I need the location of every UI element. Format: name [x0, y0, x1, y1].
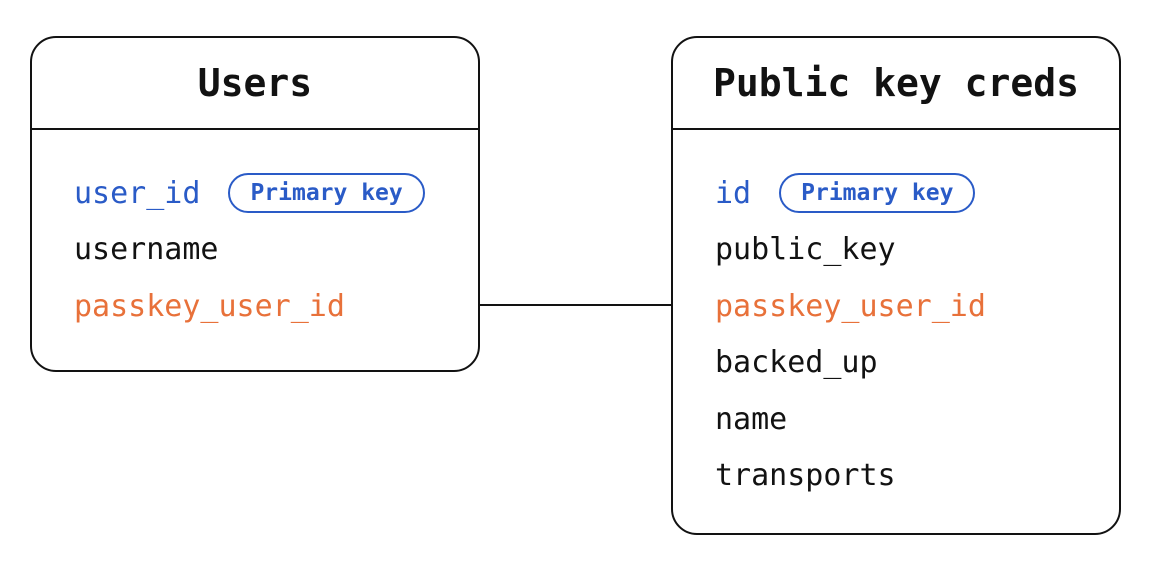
- table-users-title: Users: [32, 38, 478, 130]
- field-row-passkey-user-id: passkey_user_id: [74, 278, 462, 335]
- field-name-username: username: [74, 232, 219, 268]
- table-public-key-creds: Public key creds id Primary key public_k…: [671, 36, 1121, 535]
- primary-key-badge: Primary key: [779, 173, 976, 214]
- table-users: Users user_id Primary key username passk…: [30, 36, 480, 372]
- field-name-transports: transports: [715, 458, 896, 494]
- field-row-public-key: public_key: [715, 222, 1103, 279]
- field-row-backed-up: backed_up: [715, 335, 1103, 392]
- relationship-line: [480, 304, 671, 306]
- field-row-id: id Primary key: [715, 165, 1103, 222]
- field-name-user-id: user_id: [74, 175, 201, 211]
- field-name-public-key: public_key: [715, 232, 896, 268]
- field-name-passkey-user-id: passkey_user_id: [74, 288, 345, 324]
- primary-key-badge: Primary key: [228, 173, 425, 214]
- field-row-user-id: user_id Primary key: [74, 165, 462, 222]
- table-public-key-creds-fields: id Primary key public_key passkey_user_i…: [673, 130, 1119, 504]
- field-name-id: id: [715, 175, 752, 211]
- table-public-key-creds-title: Public key creds: [673, 38, 1119, 130]
- field-name-name: name: [715, 401, 788, 437]
- field-name-passkey-user-id: passkey_user_id: [715, 288, 986, 324]
- field-row-passkey-user-id: passkey_user_id: [715, 278, 1103, 335]
- field-row-transports: transports: [715, 448, 1103, 505]
- field-row-username: username: [74, 222, 462, 279]
- field-row-name: name: [715, 391, 1103, 448]
- table-users-fields: user_id Primary key username passkey_use…: [32, 130, 478, 335]
- field-name-backed-up: backed_up: [715, 345, 878, 381]
